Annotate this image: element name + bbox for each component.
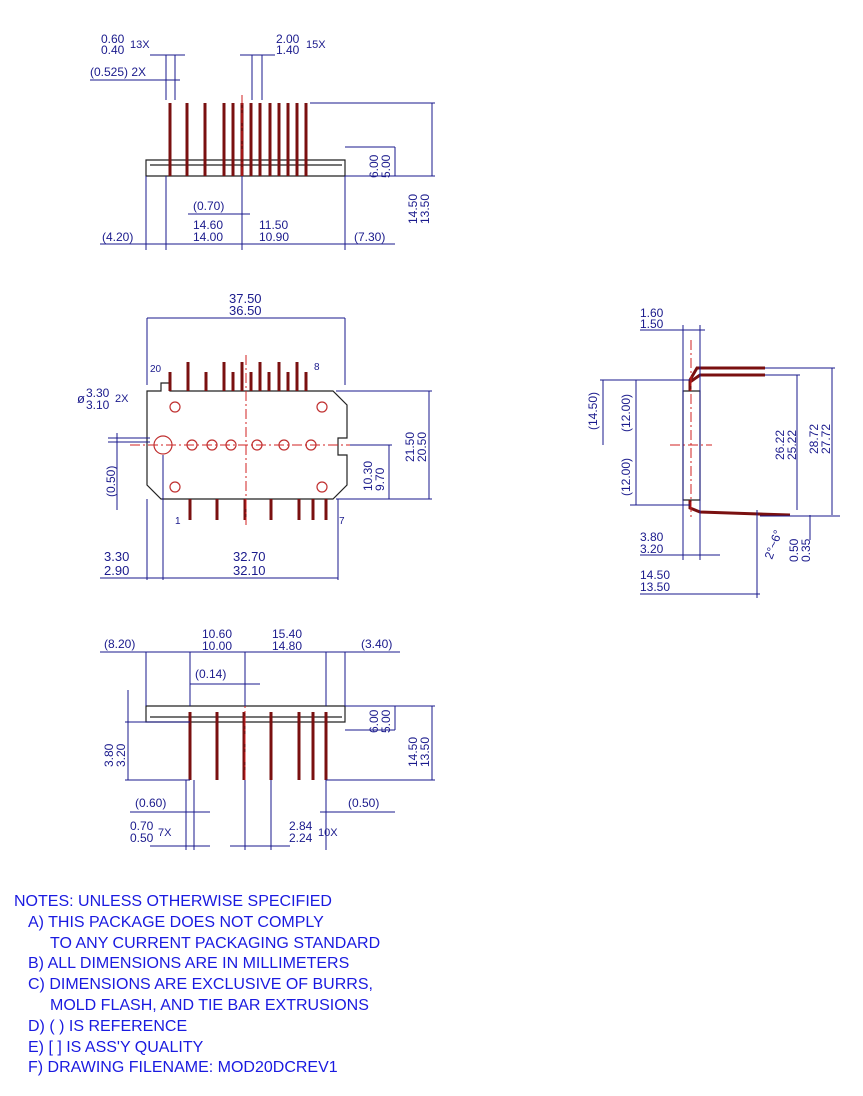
top-view-body xyxy=(145,159,346,177)
top-total-h-max: 14.50 xyxy=(406,194,420,224)
side-standoff-max: 3.80 xyxy=(640,530,664,544)
front-view-upper-leads xyxy=(168,362,308,391)
front-pin-20: 20 xyxy=(150,364,162,375)
note-f: F) DRAWING FILENAME: MOD20DCREV1 xyxy=(28,1059,338,1077)
bottom-body-h-max: 6.00 xyxy=(367,709,381,733)
bottom-view xyxy=(100,651,435,850)
mounting-hole-left xyxy=(153,435,173,455)
side-angle: 2°~6° xyxy=(762,528,785,561)
bottom-total-h-min: 13.50 xyxy=(418,737,432,767)
top-ref-730: (7.30) xyxy=(354,230,385,244)
front-pin-1: 1 xyxy=(175,516,181,527)
side-depth-min: 13.50 xyxy=(640,580,670,594)
front-hole-dia-min: 3.10 xyxy=(86,398,110,412)
top-ref-420: (4.20) xyxy=(102,230,133,244)
top-view xyxy=(90,54,435,250)
front-ref-050: (0.50) xyxy=(104,466,118,497)
bottom-view-leads xyxy=(188,712,328,780)
bottom-lead-len-min: 3.20 xyxy=(114,743,128,767)
side-depth-max: 14.50 xyxy=(640,568,670,582)
bottom-span-d-min: 14.80 xyxy=(272,639,302,653)
front-view xyxy=(100,317,432,580)
front-view-body xyxy=(146,382,348,500)
note-c-line2: MOLD FLASH, AND TIE BAR EXTRUSIONS xyxy=(50,996,369,1014)
side-outer-h-max: 28.72 xyxy=(807,424,821,454)
front-hole-dia-prefix: ø xyxy=(77,391,85,406)
front-half-h-min: 9.70 xyxy=(373,467,387,491)
front-height-max: 21.50 xyxy=(403,432,417,462)
top-pitch-large-max: 2.00 xyxy=(276,32,300,46)
top-ref-070: (0.70) xyxy=(193,199,224,213)
bottom-span-c-min: 10.00 xyxy=(202,639,232,653)
front-hole-dia-qty: 2X xyxy=(115,393,129,405)
note-e: E) [ ] IS ASS'Y QUALITY xyxy=(28,1038,204,1056)
front-pin-8: 8 xyxy=(314,362,320,373)
top-pitch-large-min: 1.40 xyxy=(276,43,300,57)
note-a-line2: TO ANY CURRENT PACKAGING STANDARD xyxy=(50,934,381,952)
top-span-a-max: 14.60 xyxy=(193,218,223,232)
bottom-total-h-max: 14.50 xyxy=(406,737,420,767)
bottom-ref-014: (0.14) xyxy=(195,667,226,681)
side-ref-1200-bot: (12.00) xyxy=(619,458,633,496)
top-pitch-small-min: 0.40 xyxy=(101,43,125,57)
top-pitch-large-qty: 15X xyxy=(306,39,326,51)
drawing-notes: NOTES: UNLESS OTHERWISE SPECIFIED A) THI… xyxy=(14,892,454,1079)
bottom-pitch-qty: 10X xyxy=(318,827,338,839)
front-hole-offset-max: 3.30 xyxy=(104,549,129,564)
notes-title: NOTES: UNLESS OTHERWISE SPECIFIED xyxy=(14,893,332,910)
bottom-pin-w-max: 0.70 xyxy=(130,819,154,833)
bottom-span-c-max: 10.60 xyxy=(202,627,232,641)
note-a-line1: A) THIS PACKAGE DOES NOT COMPLY xyxy=(28,913,324,931)
front-width-min: 36.50 xyxy=(229,303,262,318)
side-thickness-min: 1.50 xyxy=(640,317,664,331)
bottom-ref-820: (8.20) xyxy=(104,637,135,651)
bottom-body-h-min: 5.00 xyxy=(379,709,393,733)
front-hole-offset-min: 2.90 xyxy=(104,563,129,578)
top-body-h-min: 5.00 xyxy=(379,154,393,178)
bottom-lead-len-max: 3.80 xyxy=(102,743,116,767)
top-ref-0525: (0.525) 2X xyxy=(90,65,146,79)
side-lead-t-max: 0.50 xyxy=(787,538,801,562)
side-thickness-max: 1.60 xyxy=(640,306,664,320)
top-span-a-min: 14.00 xyxy=(193,230,223,244)
front-height-min: 20.50 xyxy=(415,432,429,462)
note-c-line1: C) DIMENSIONS ARE EXCLUSIVE OF BURRS, xyxy=(28,976,373,994)
front-hole-dia-max: 3.30 xyxy=(86,386,110,400)
top-span-b-min: 10.90 xyxy=(259,230,289,244)
bottom-pitch-min: 2.24 xyxy=(289,831,313,845)
bottom-pin-w-qty: 7X xyxy=(158,827,172,839)
front-pin-7: 7 xyxy=(339,516,345,527)
side-view xyxy=(600,325,840,598)
bottom-pin-w-min: 0.50 xyxy=(130,831,154,845)
side-inner-h-min: 25.22 xyxy=(785,430,799,460)
top-total-h-min: 13.50 xyxy=(418,194,432,224)
bottom-ref-340: (3.40) xyxy=(361,637,392,651)
bottom-pitch-max: 2.84 xyxy=(289,819,313,833)
side-lead-t-min: 0.35 xyxy=(799,538,813,562)
top-span-b-max: 11.50 xyxy=(259,218,288,232)
side-ref-1450: (14.50) xyxy=(586,392,600,430)
note-d: D) ( ) IS REFERENCE xyxy=(28,1017,188,1035)
front-width-max: 37.50 xyxy=(229,291,262,306)
top-pitch-small-qty: 13X xyxy=(130,39,150,51)
side-standoff-min: 3.20 xyxy=(640,542,664,556)
bottom-ref-060: (0.60) xyxy=(135,796,166,810)
note-b: B) ALL DIMENSIONS ARE IN MILLIMETERS xyxy=(28,955,350,973)
front-view-lower-leads xyxy=(188,499,328,520)
side-inner-h-max: 26.22 xyxy=(773,430,787,460)
front-hole-span-max: 32.70 xyxy=(233,549,266,564)
top-view-leads xyxy=(168,103,308,176)
bottom-ref-050: (0.50) xyxy=(348,796,379,810)
top-body-h-max: 6.00 xyxy=(367,154,381,178)
front-hole-span-min: 32.10 xyxy=(233,563,266,578)
bottom-span-d-max: 15.40 xyxy=(272,627,302,641)
top-pitch-small-max: 0.60 xyxy=(101,32,125,46)
side-ref-1200-top: (12.00) xyxy=(619,394,633,432)
front-half-h-max: 10.30 xyxy=(361,461,375,491)
side-outer-h-min: 27.72 xyxy=(819,424,833,454)
